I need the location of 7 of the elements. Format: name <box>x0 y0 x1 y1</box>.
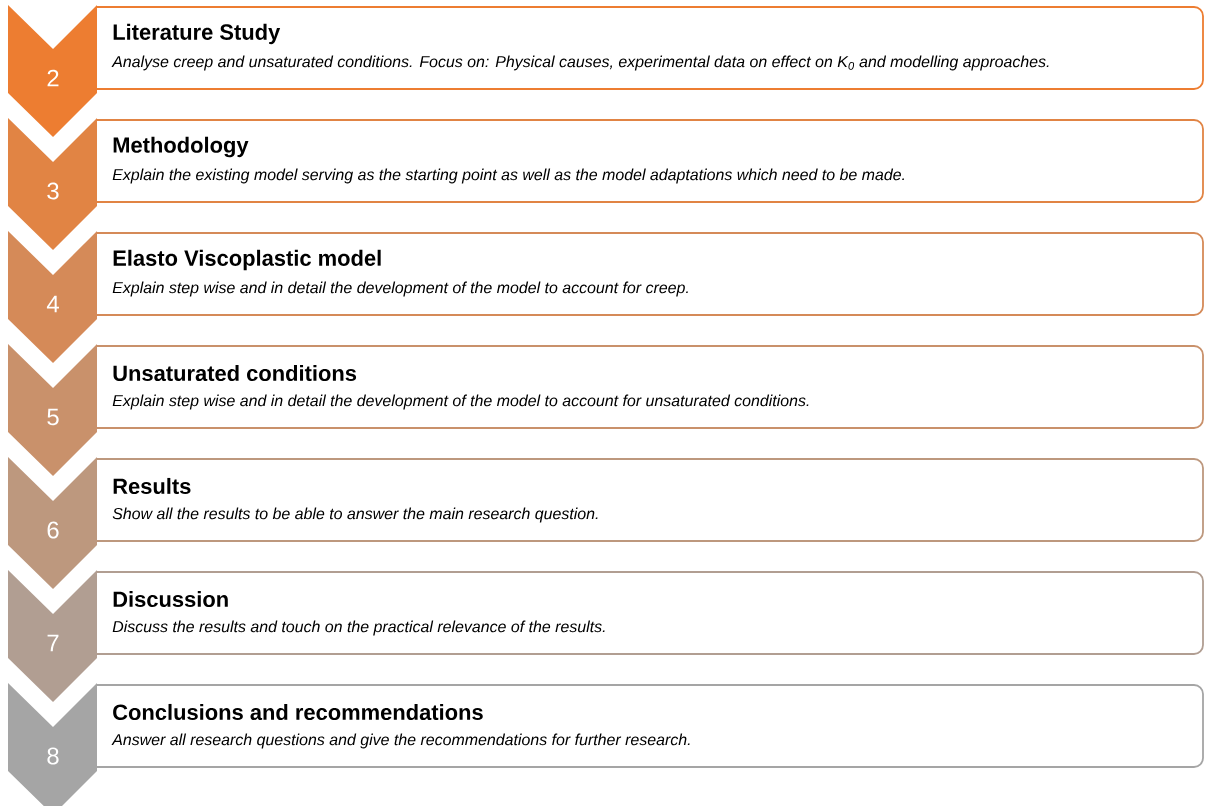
step-box: Literature Study Analyse creep and unsaturated conditions. Focus on: Physical causes, experimental data on effect on K$_{0}$ and modelling approaches. <box>96 6 1204 90</box>
step-box: Methodology Explain the existing model serving as the starting point as well as the model adaptations which need to be made. <box>96 119 1204 203</box>
step-box: Conclusions and recommendations Answer all research questions and give the recommendations for further research. <box>96 684 1204 768</box>
step-box: Discussion Discuss the results and touch on the practical relevance of the results. <box>96 571 1204 655</box>
step-box: Results Show all the results to be able to answer the main research question. <box>96 458 1204 542</box>
step-box: Elasto Viscoplastic model Explain step wise and in detail the development of the model to account for creep. <box>96 232 1204 316</box>
step-box: Unsaturated conditions Explain step wise and in detail the development of the model to account for unsaturated conditions. <box>96 345 1204 429</box>
